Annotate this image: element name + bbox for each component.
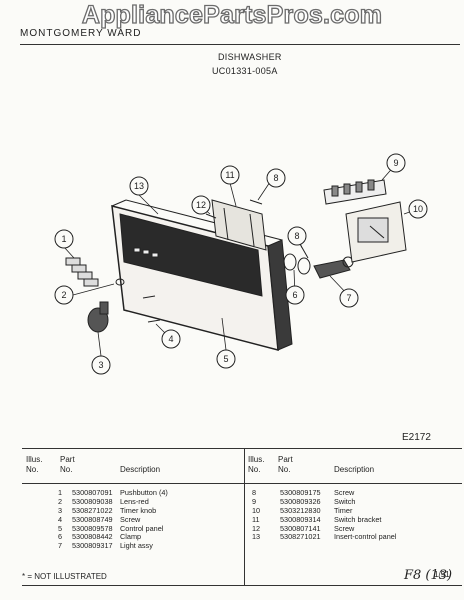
watermark: AppliancePartsPros.com [81,0,383,29]
header-illus-no-r: No. [248,465,261,474]
switch [323,179,387,205]
header-part-r: Part [278,455,293,464]
callout-4: 4 [168,334,173,344]
callout-11: 11 [225,170,234,180]
control-panel-insert [119,213,263,297]
callout-10: 10 [413,204,423,214]
header-part-no: No. [60,465,73,474]
callout-13: 13 [134,181,144,191]
header-part-no-r: No. [278,465,291,474]
lens-red [115,278,125,286]
callout-5: 5 [223,354,228,364]
parts-table: Illus. No. Part No. Description Illus. N… [22,448,462,586]
switch-bracket [211,199,267,251]
exploded-parts-diagram: 13 1 2 3 4 5 6 7 8 9 10 11 8 12 [54,153,428,375]
callout-9: 9 [393,158,398,168]
handwritten-note: F8 (13) [404,568,453,583]
diagram-code: E2172 [402,432,431,443]
callout-2: 2 [61,290,66,300]
header-illus: Illus. [26,455,43,464]
model-number: UC01331-005A [212,66,278,76]
header-description: Description [120,465,161,474]
page-title: DISHWASHER [218,52,282,62]
table-header-rule [22,483,462,484]
header-description-r: Description [334,465,375,474]
callout-8a: 8 [294,231,299,241]
footnote: * = NOT ILLUSTRATED [22,572,107,581]
clamp [283,253,311,275]
header-illus-no: No. [26,465,39,474]
timer [345,201,407,263]
timer-knob [87,301,109,333]
callout-1: 1 [61,234,66,244]
screws-4 [142,295,161,323]
header-part: Part [60,455,75,464]
callout-12: 12 [196,200,206,210]
callout-8b: 8 [273,173,278,183]
callout-3: 3 [98,360,103,370]
light-assy [313,256,354,279]
table-divider [244,449,245,585]
header-illus-r: Illus. [248,455,265,464]
header-rule [20,44,460,45]
page-date: 1/91 [434,570,450,579]
brand-name: MONTGOMERY WARD [20,28,142,39]
pushbuttons [65,257,99,287]
callout-6: 6 [292,290,297,300]
callout-7: 7 [346,293,351,303]
